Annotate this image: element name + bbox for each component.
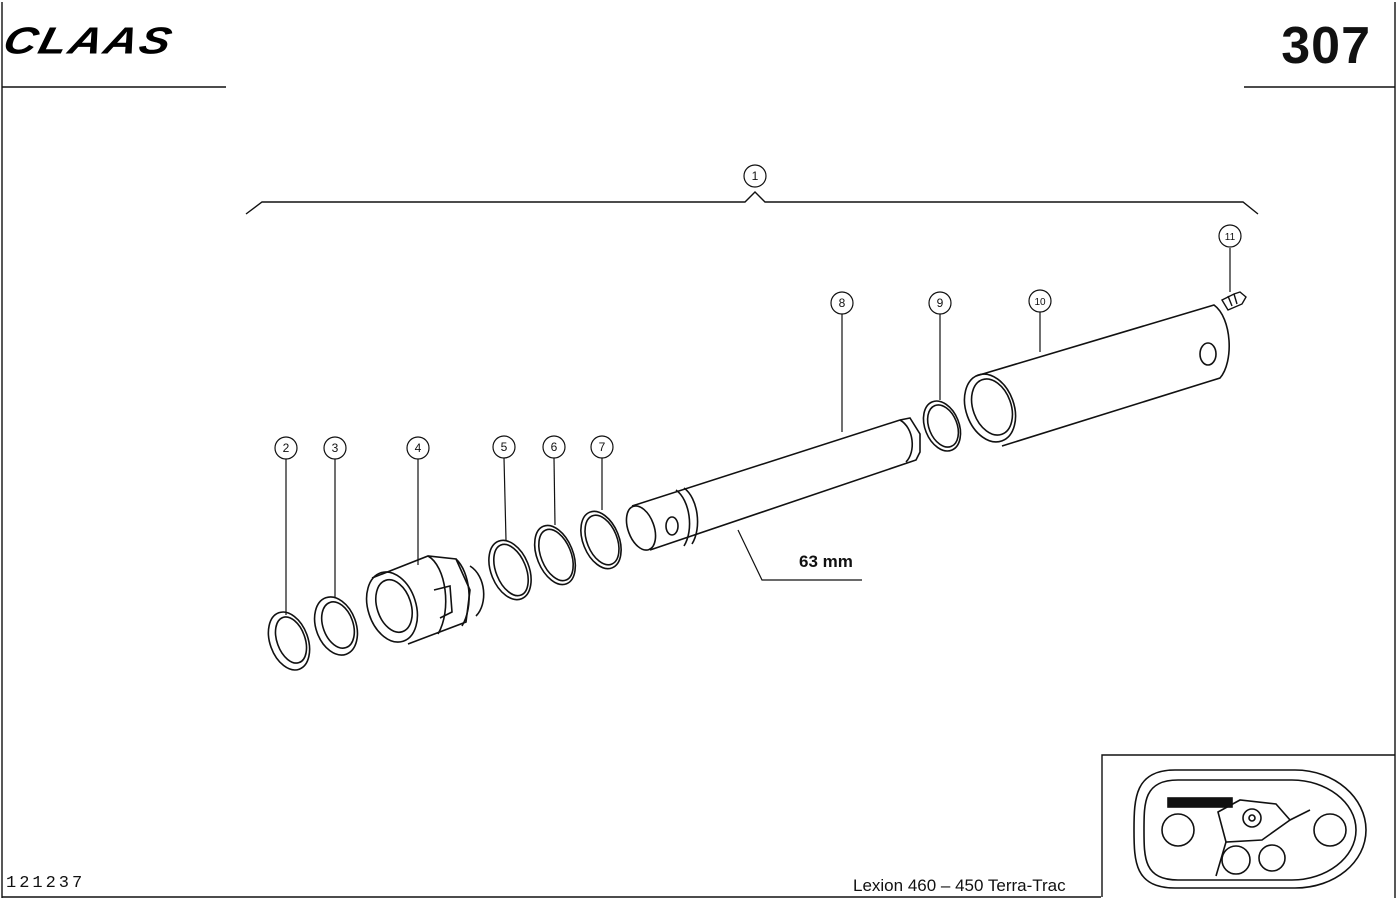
callout-3-label: 3 bbox=[332, 441, 339, 455]
callout-2 bbox=[274, 436, 298, 460]
callout-9 bbox=[928, 291, 952, 315]
part-6-o-ring bbox=[533, 524, 577, 586]
part-7-o-ring bbox=[580, 510, 622, 570]
callout-4-label: 4 bbox=[415, 441, 422, 455]
page-number: 307 bbox=[1281, 17, 1371, 75]
callout-1-label: 1 bbox=[752, 169, 759, 183]
callout-6-label: 6 bbox=[551, 440, 558, 454]
callout-8-label: 8 bbox=[839, 296, 846, 310]
callout-4 bbox=[406, 436, 430, 460]
callout-10 bbox=[1028, 289, 1052, 313]
callout-5 bbox=[492, 435, 516, 459]
part-10-cylinder-tube bbox=[963, 304, 1230, 447]
part-8-piston-rod bbox=[625, 417, 921, 551]
model-name: Lexion 460 – 450 Terra-Trac bbox=[853, 876, 1066, 895]
callout-3 bbox=[323, 436, 347, 460]
callout-10-label: 10 bbox=[1034, 297, 1046, 308]
callout-9-label: 9 bbox=[937, 296, 944, 310]
callout-11 bbox=[1218, 224, 1242, 248]
part-9-ring bbox=[922, 400, 962, 452]
drawing-number: 121237 bbox=[6, 874, 86, 893]
callout-8 bbox=[830, 291, 854, 315]
callout-1 bbox=[743, 164, 767, 188]
callout-2-label: 2 bbox=[283, 441, 290, 455]
dimension-label: 63 mm bbox=[799, 552, 853, 571]
part-5-snap-ring bbox=[488, 539, 532, 601]
part-4-gland-nut bbox=[365, 555, 485, 645]
callout-11-label: 11 bbox=[1225, 232, 1236, 243]
undercarriage-thumbnail bbox=[1133, 769, 1367, 889]
callout-7 bbox=[590, 435, 614, 459]
callout-5-label: 5 bbox=[501, 440, 508, 454]
part-3-ring bbox=[313, 596, 359, 656]
part-2-ring bbox=[267, 611, 311, 671]
callout-7-label: 7 bbox=[599, 440, 606, 454]
part-11-grease-nipple bbox=[1221, 291, 1247, 311]
callout-6 bbox=[542, 435, 566, 459]
